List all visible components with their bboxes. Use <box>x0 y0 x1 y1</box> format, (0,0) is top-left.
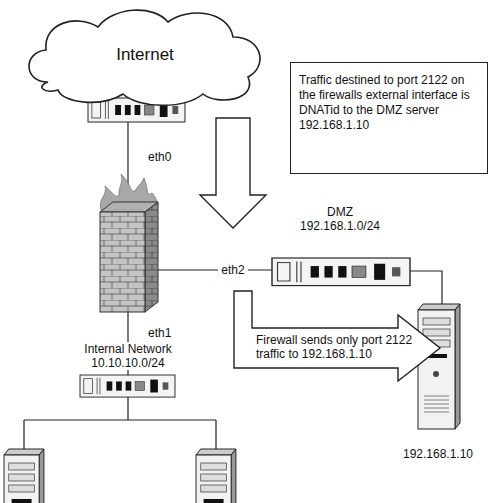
network-label: 192.168.1.10 <box>398 447 478 461</box>
node-text: Internet <box>116 45 174 65</box>
network-wire <box>158 269 272 270</box>
internal-switch <box>80 375 175 397</box>
text-wrap: Traffic destined to port 2122 on the fir… <box>299 73 477 133</box>
callout-box: Traffic destined to port 2122 on the fir… <box>290 62 488 174</box>
text-wrap: Firewall sends only port 2122 traffic to… <box>256 333 438 361</box>
firewall-side <box>145 202 158 312</box>
firewall-symbol <box>100 174 158 312</box>
network-wire <box>410 271 442 304</box>
network-wire <box>127 122 128 190</box>
dnat-arrow <box>200 118 266 228</box>
dmz-server <box>418 304 460 429</box>
node-text: Traffic destined to port 2122 on the fir… <box>299 73 477 133</box>
network-label: eth0 <box>148 150 188 164</box>
text-wrap: Internet <box>18 2 272 108</box>
dmz-switch <box>272 258 410 286</box>
internal-server <box>4 449 44 503</box>
internal-server <box>196 449 236 503</box>
network-wire <box>24 397 216 449</box>
network-label: Internal Network 10.10.10.0/24 <box>78 342 178 370</box>
network-label: eth1 <box>148 326 188 340</box>
cloud-node: Internet <box>18 2 272 108</box>
node-text: Firewall sends only port 2122 traffic to… <box>256 333 438 361</box>
network-label: DMZ 192.168.1.0/24 <box>295 205 385 233</box>
cloud-shape <box>29 10 260 105</box>
firewall-flames <box>100 174 157 212</box>
network-label: eth2 <box>218 263 248 277</box>
arrow-shape <box>234 291 440 381</box>
firewall-front <box>100 212 145 312</box>
flow-arrow: Firewall sends only port 2122 traffic to… <box>233 290 443 382</box>
